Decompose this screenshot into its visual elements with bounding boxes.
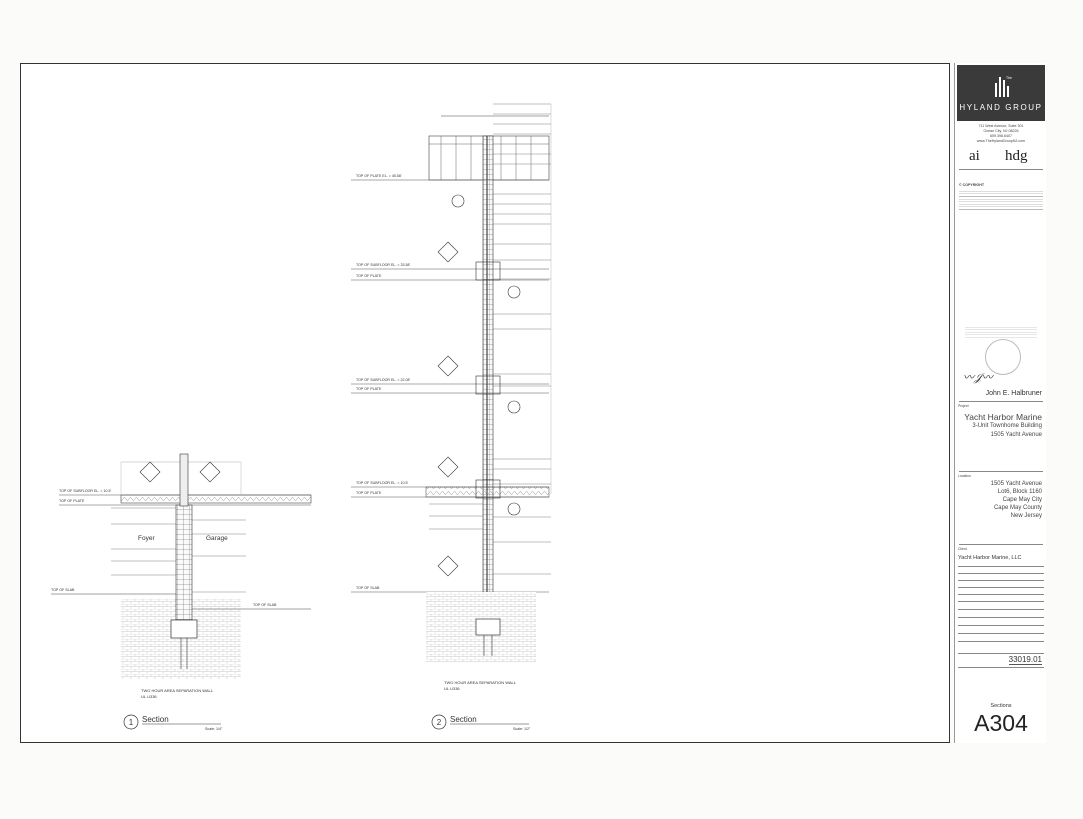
sheet-number: A304 <box>974 710 1028 736</box>
project-address: 1505 Yacht Avenue <box>990 432 1042 438</box>
firm-logo: The HYLAND GROUP <box>957 65 1045 121</box>
firm-address-line: Ocean City, NJ 08226 <box>983 129 1019 133</box>
level-label: TOP OF SUBFLOOR EL. = 33.58' <box>356 263 410 267</box>
level-label: TOP OF SUBFLOOR EL. = 10.5' <box>59 489 111 493</box>
level-label: TOP OF SUBFLOOR EL. = 10.5' <box>356 481 408 485</box>
project-label: Project <box>958 404 969 408</box>
section-caption: TWO HOUR AREA SEPARATION WALL <box>141 688 214 693</box>
section-caption: UL U336 <box>444 686 460 691</box>
location-line: New Jersey <box>1010 513 1042 519</box>
level-label: TOP OF SLAB <box>51 588 75 592</box>
section-number: 1 <box>129 718 134 727</box>
client-name: Yacht Harbor Marine, LLC <box>958 555 1022 561</box>
level-label: TOP OF PLATE EL. = 45.58' <box>356 174 402 178</box>
firm-name: HYLAND GROUP <box>959 103 1043 112</box>
section-number-bubble <box>123 714 139 730</box>
section-caption: UL U336 <box>141 694 157 699</box>
seal-name: John E. Halbruner <box>985 390 1042 397</box>
room-label-foyer: Foyer <box>138 535 155 542</box>
location-line: Lot6, Block 1160 <box>997 489 1042 495</box>
level-label: TOP OF SUBFLOOR EL. = 22.08' <box>356 378 410 382</box>
section-2: TOP OF PLATE EL. = 45.58' TOP OF SUBFLOO… <box>351 103 552 731</box>
section-number-bubble <box>431 714 447 730</box>
firm-address-line: 609.398.6407 <box>990 134 1012 138</box>
drawing-sheet: TOP OF SUBFLOOR EL. = 10.5' TOP OF PLATE… <box>20 63 950 743</box>
location-line: Cape May County <box>993 505 1042 511</box>
professional-seal <box>985 339 1021 375</box>
detail-tag <box>139 461 221 483</box>
section-caption: TWO HOUR AREA SEPARATION WALL <box>444 680 517 685</box>
room-label-garage: Garage <box>206 535 228 542</box>
section-title: Section <box>450 715 477 724</box>
copyright-text <box>959 189 1043 211</box>
client-label: Client <box>958 547 967 551</box>
ai-logo: ai <box>969 148 980 164</box>
level-label: TOP OF PLATE <box>59 499 85 503</box>
floor-slab <box>120 494 312 504</box>
title-block: The HYLAND GROUP 711 West Avenue, Suite … <box>954 63 1046 743</box>
firm-address-line: 711 West Avenue, Suite 301 <box>978 124 1024 128</box>
level-label: TOP OF PLATE <box>356 387 382 391</box>
copyright-heading: © COPYRIGHT <box>959 183 985 187</box>
drawing-canvas: TOP OF SUBFLOOR EL. = 10.5' TOP OF PLATE… <box>51 103 552 731</box>
cmu-wall <box>482 135 494 652</box>
cmu-wall <box>175 504 193 621</box>
section-scale: Scale: 1/4" <box>205 727 223 731</box>
section-title: Section <box>142 715 169 724</box>
skyline-icon <box>993 75 1009 97</box>
firm-tag: The <box>1006 76 1012 80</box>
project-name: Yacht Harbor Marine <box>964 412 1042 422</box>
level-label: TOP OF SLAB <box>356 586 380 590</box>
job-number: 33019.01 <box>1008 655 1042 665</box>
sheet-title: Sections <box>990 703 1012 709</box>
footing <box>475 618 501 636</box>
signature: 〰𝒥〰 <box>963 372 993 384</box>
detail-tag <box>437 194 521 577</box>
level-label: TOP OF PLATE <box>356 491 382 495</box>
location-label: Location <box>958 474 971 478</box>
section-scale: Scale: 1/2" <box>513 727 531 731</box>
level-label: TOP OF SLAB <box>253 603 277 607</box>
footing <box>170 619 198 639</box>
firm-address-line: www.TheHylandGroupNJ.com <box>976 139 1026 143</box>
location-line: 1505 Yacht Avenue <box>990 481 1042 487</box>
section-1: TOP OF SUBFLOOR EL. = 10.5' TOP OF PLATE… <box>51 453 312 731</box>
project-building: 3-Unit Townhome Building <box>972 423 1042 429</box>
section-number: 2 <box>437 718 442 727</box>
location-line: Cape May City <box>1002 497 1042 503</box>
level-label: TOP OF PLATE <box>356 274 382 278</box>
hdg-logo: hdg <box>1005 148 1028 164</box>
